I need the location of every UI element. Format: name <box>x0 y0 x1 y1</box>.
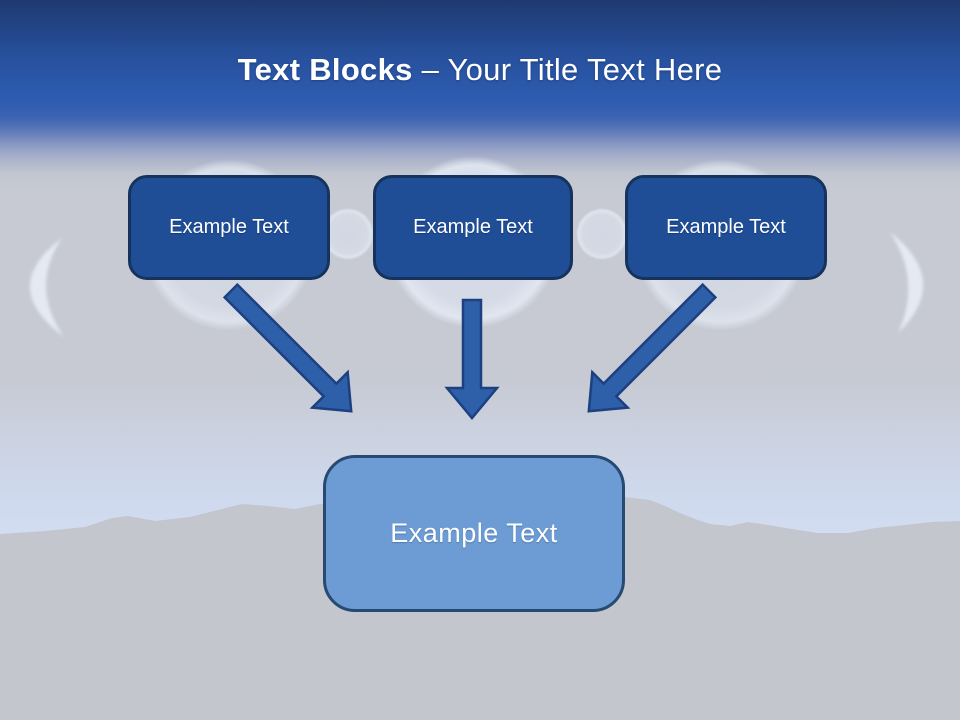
crescent-moon-icon <box>29 238 64 337</box>
text-block-1-label: Example Text <box>169 216 289 238</box>
summary-block[interactable]: Example Text <box>323 455 625 612</box>
small-moon-icon <box>574 206 630 262</box>
text-block-3[interactable]: Example Text <box>625 175 827 280</box>
text-block-1[interactable]: Example Text <box>128 175 330 280</box>
title-bold-text: Text Blocks <box>237 52 413 87</box>
slide-title[interactable]: Text Blocks – Your Title Text Here <box>0 52 960 88</box>
summary-block-label: Example Text <box>390 518 558 548</box>
crescent-moon-icon <box>890 232 924 333</box>
text-block-3-label: Example Text <box>666 216 786 238</box>
text-block-2[interactable]: Example Text <box>373 175 573 280</box>
text-block-2-label: Example Text <box>413 216 533 238</box>
title-regular-text: – Your Title Text Here <box>412 52 723 87</box>
